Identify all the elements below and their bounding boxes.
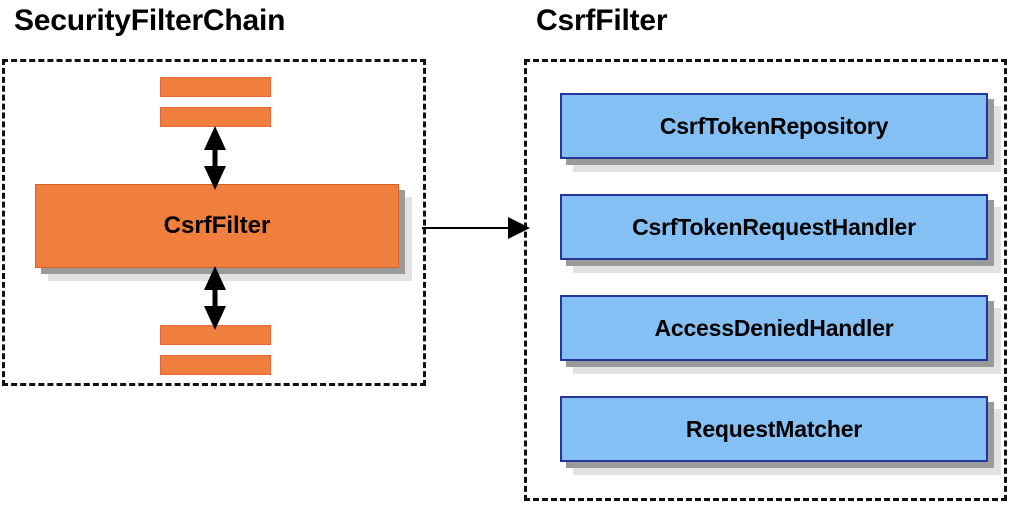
panel-boundary-csrf-filter <box>524 59 1007 501</box>
node-csrf-token-request-handler[interactable]: CsrfTokenRequestHandler <box>560 194 1001 273</box>
filter-bar-2 <box>160 107 271 127</box>
node-access-denied-handler[interactable]: AccessDeniedHandler <box>560 295 1001 374</box>
node-label-csrf-token-repository: CsrfTokenRepository <box>560 93 988 159</box>
panel-boundary-security-filter-chain <box>2 59 426 386</box>
panel-title-security-filter-chain: SecurityFilterChain <box>14 4 286 37</box>
filter-bar-3 <box>160 325 271 345</box>
filter-bar-4 <box>160 355 271 375</box>
node-csrf-filter[interactable]: CsrfFilter <box>35 184 412 281</box>
node-request-matcher[interactable]: RequestMatcher <box>560 396 1001 475</box>
node-label-access-denied-handler: AccessDeniedHandler <box>560 295 988 361</box>
node-label-csrf-filter: CsrfFilter <box>35 184 399 268</box>
arrow-chain-to-detail <box>422 217 530 239</box>
node-label-request-matcher: RequestMatcher <box>560 396 988 462</box>
panel-title-csrf-filter: CsrfFilter <box>536 4 668 37</box>
filter-bar-1 <box>160 77 271 97</box>
node-csrf-token-repository[interactable]: CsrfTokenRepository <box>560 93 1001 172</box>
node-label-csrf-token-request-handler: CsrfTokenRequestHandler <box>560 194 988 260</box>
